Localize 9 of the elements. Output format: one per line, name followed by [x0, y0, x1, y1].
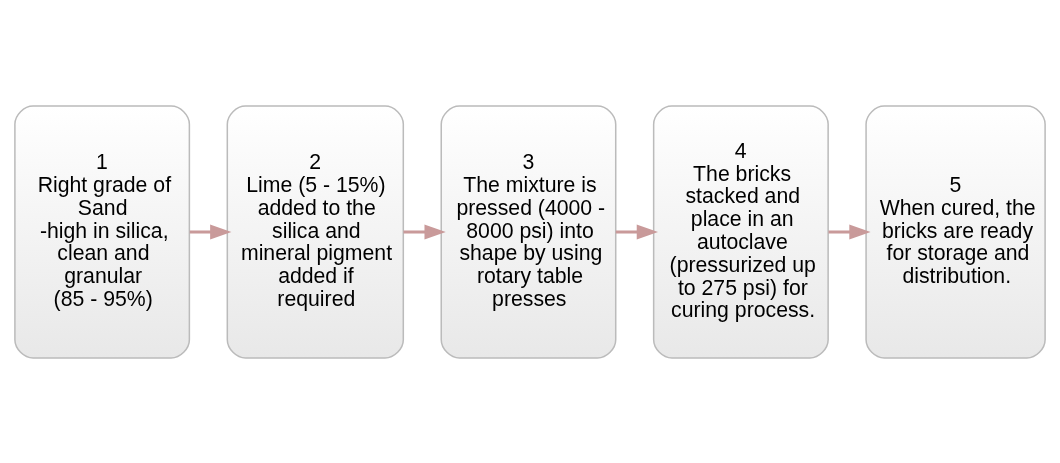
node-box: 4 The bricks stacked and place in an autoclave (pressurized up to 275 psi) for curing process. — [652, 104, 829, 359]
arrow — [828, 224, 871, 239]
node-box: 1 Right grade of Sand -high in silica, clean and granular (85 - 95%) — [14, 104, 191, 359]
arrow — [403, 224, 446, 239]
arrow — [189, 224, 232, 239]
node-box: 5 When cured, the bricks are ready for storage and distribution. — [865, 104, 1046, 359]
node-box: 3 The mixture is pressed (4000 - 8000 psi) into shape by using rotary table presses — [440, 104, 617, 359]
node-box: 2 Lime (5 - 15%) added to the silica and mineral pigment added if required — [226, 104, 405, 359]
arrow — [615, 224, 658, 239]
